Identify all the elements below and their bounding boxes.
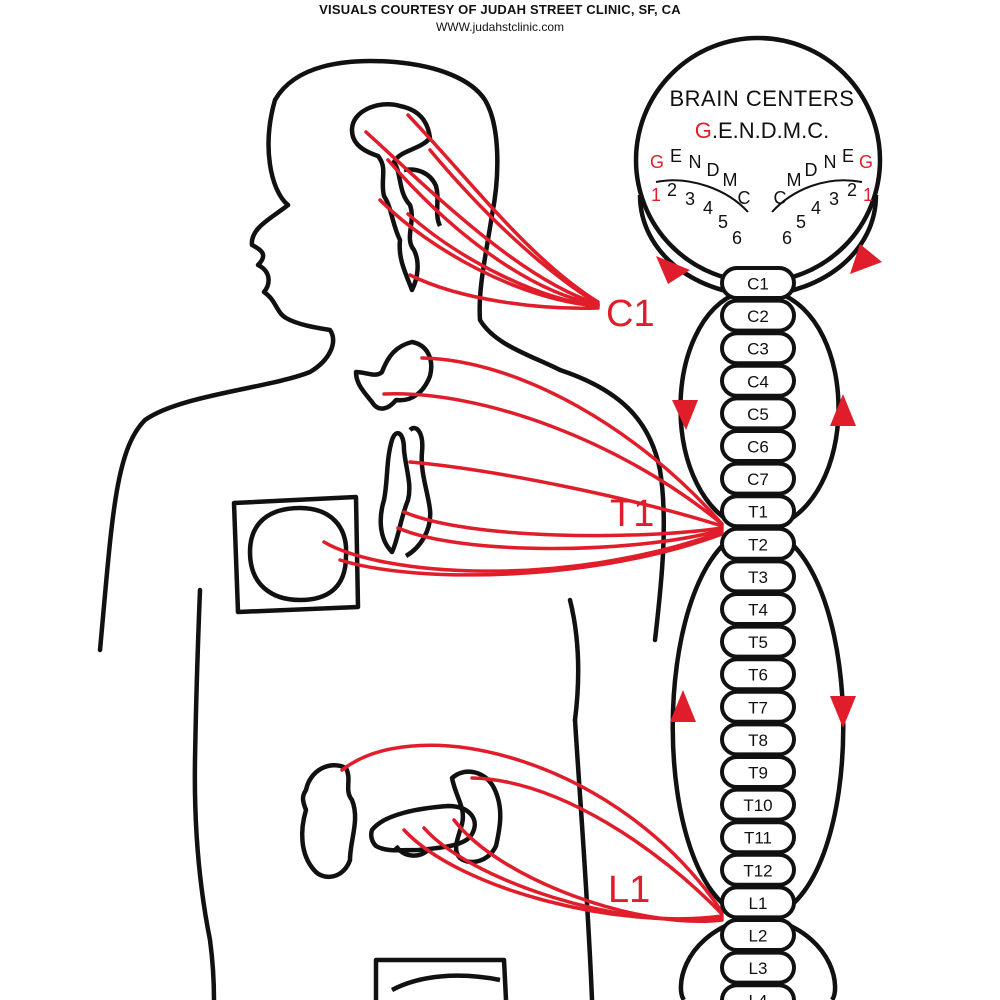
vertebra-t2: T2 [722,529,794,559]
left-number-3: 3 [685,189,695,209]
vertebra-t10: T10 [722,790,794,820]
vertebra-c7: C7 [722,464,794,494]
vertebra-c5: C5 [722,398,794,428]
acronym-rest: .E.N.D.M.C. [712,118,829,143]
vertebra-l3: L3 [722,953,794,983]
kidney-organ-icon [302,765,500,877]
c1-level-label: C1 [606,293,655,335]
vertebra-t5: T5 [722,627,794,657]
vertebra-label: T2 [748,535,768,554]
left-letter-4: D [707,160,720,180]
vertebra-label: C6 [747,438,769,457]
vertebra-label: L1 [749,894,768,913]
vertebra-label: C1 [747,275,769,294]
vertebra-c1: C1 [722,268,794,298]
acronym-first-letter: G [695,118,712,143]
left-number-5: 5 [718,212,728,232]
left-letter-2: E [670,146,682,166]
l1-level-label: L1 [608,869,650,911]
vertebra-label: T5 [748,633,768,652]
left-letter-3: N [689,152,702,172]
right-number-5: 2 [847,180,857,200]
left-number-4: 4 [703,198,713,218]
right-letter-2: M [787,170,802,190]
vertebra-label: C5 [747,405,769,424]
vertebra-label: T6 [748,666,768,685]
right-letter-3: D [805,160,818,180]
vertebra-label: L3 [749,959,768,978]
vertebra-label: T3 [748,568,768,587]
brain-acronym: G.E.N.D.M.C. [695,118,829,143]
right-letter-4: N [824,152,837,172]
vertebra-label: T12 [743,861,772,880]
vertebra-label: T8 [748,731,768,750]
vertebra-t6: T6 [722,659,794,689]
vertebra-label: L4 [749,992,768,1000]
right-number-2: 5 [796,212,806,232]
left-number-6: 6 [732,228,742,248]
left-letter-1: G [650,152,664,172]
vertebra-t11: T11 [722,822,794,852]
vertebra-c6: C6 [722,431,794,461]
vertebra-l2: L2 [722,920,794,950]
heart-organ-icon [234,497,358,612]
right-number-4: 3 [829,189,839,209]
vertebra-label: T7 [748,698,768,717]
vertebra-l4: L4 [722,985,794,1000]
vertebra-c3: C3 [722,333,794,363]
left-letter-5: M [723,170,738,190]
left-number-1: 1 [651,185,661,205]
left-number-2: 2 [667,180,677,200]
vertebra-c2: C2 [722,301,794,331]
vertebra-t1: T1 [722,496,794,526]
right-number-6: 1 [863,185,873,205]
l1-nerve-lines [342,745,722,921]
right-letter-5: E [842,146,854,166]
vertebra-label: C7 [747,470,769,489]
left-letter-6: C [738,188,751,208]
vertebra-c4: C4 [722,366,794,396]
vertebra-t3: T3 [722,561,794,591]
vertebra-t12: T12 [722,855,794,885]
vertebra-label: L2 [749,927,768,946]
right-letter-1: C [774,188,787,208]
vertebra-t8: T8 [722,724,794,754]
vertebra-label: T1 [748,503,768,522]
brain-centers-title: BRAIN CENTERS [670,86,855,111]
vertebra-label: C2 [747,307,769,326]
thyroid-organ-icon [356,342,431,409]
right-letter-6: G [859,152,873,172]
vertebra-label: T4 [748,601,768,620]
t1-level-label: T1 [610,493,654,535]
pelvic-organ-icon [376,960,506,1000]
vertebrae-column: C1C2C3C4C5C6C7T1T2T3T4T5T6T7T8T9T10T11T1… [722,268,794,1000]
vertebra-label: T10 [743,796,772,815]
vertebra-label: C3 [747,340,769,359]
vertebra-l1: L1 [722,887,794,917]
vertebra-t4: T4 [722,594,794,624]
vertebra-t7: T7 [722,692,794,722]
right-number-1: 6 [782,228,792,248]
right-number-3: 4 [811,198,821,218]
vertebra-label: C4 [747,372,769,391]
vertebra-t9: T9 [722,757,794,787]
vertebra-label: T9 [748,764,768,783]
vertebra-label: T11 [744,829,772,848]
